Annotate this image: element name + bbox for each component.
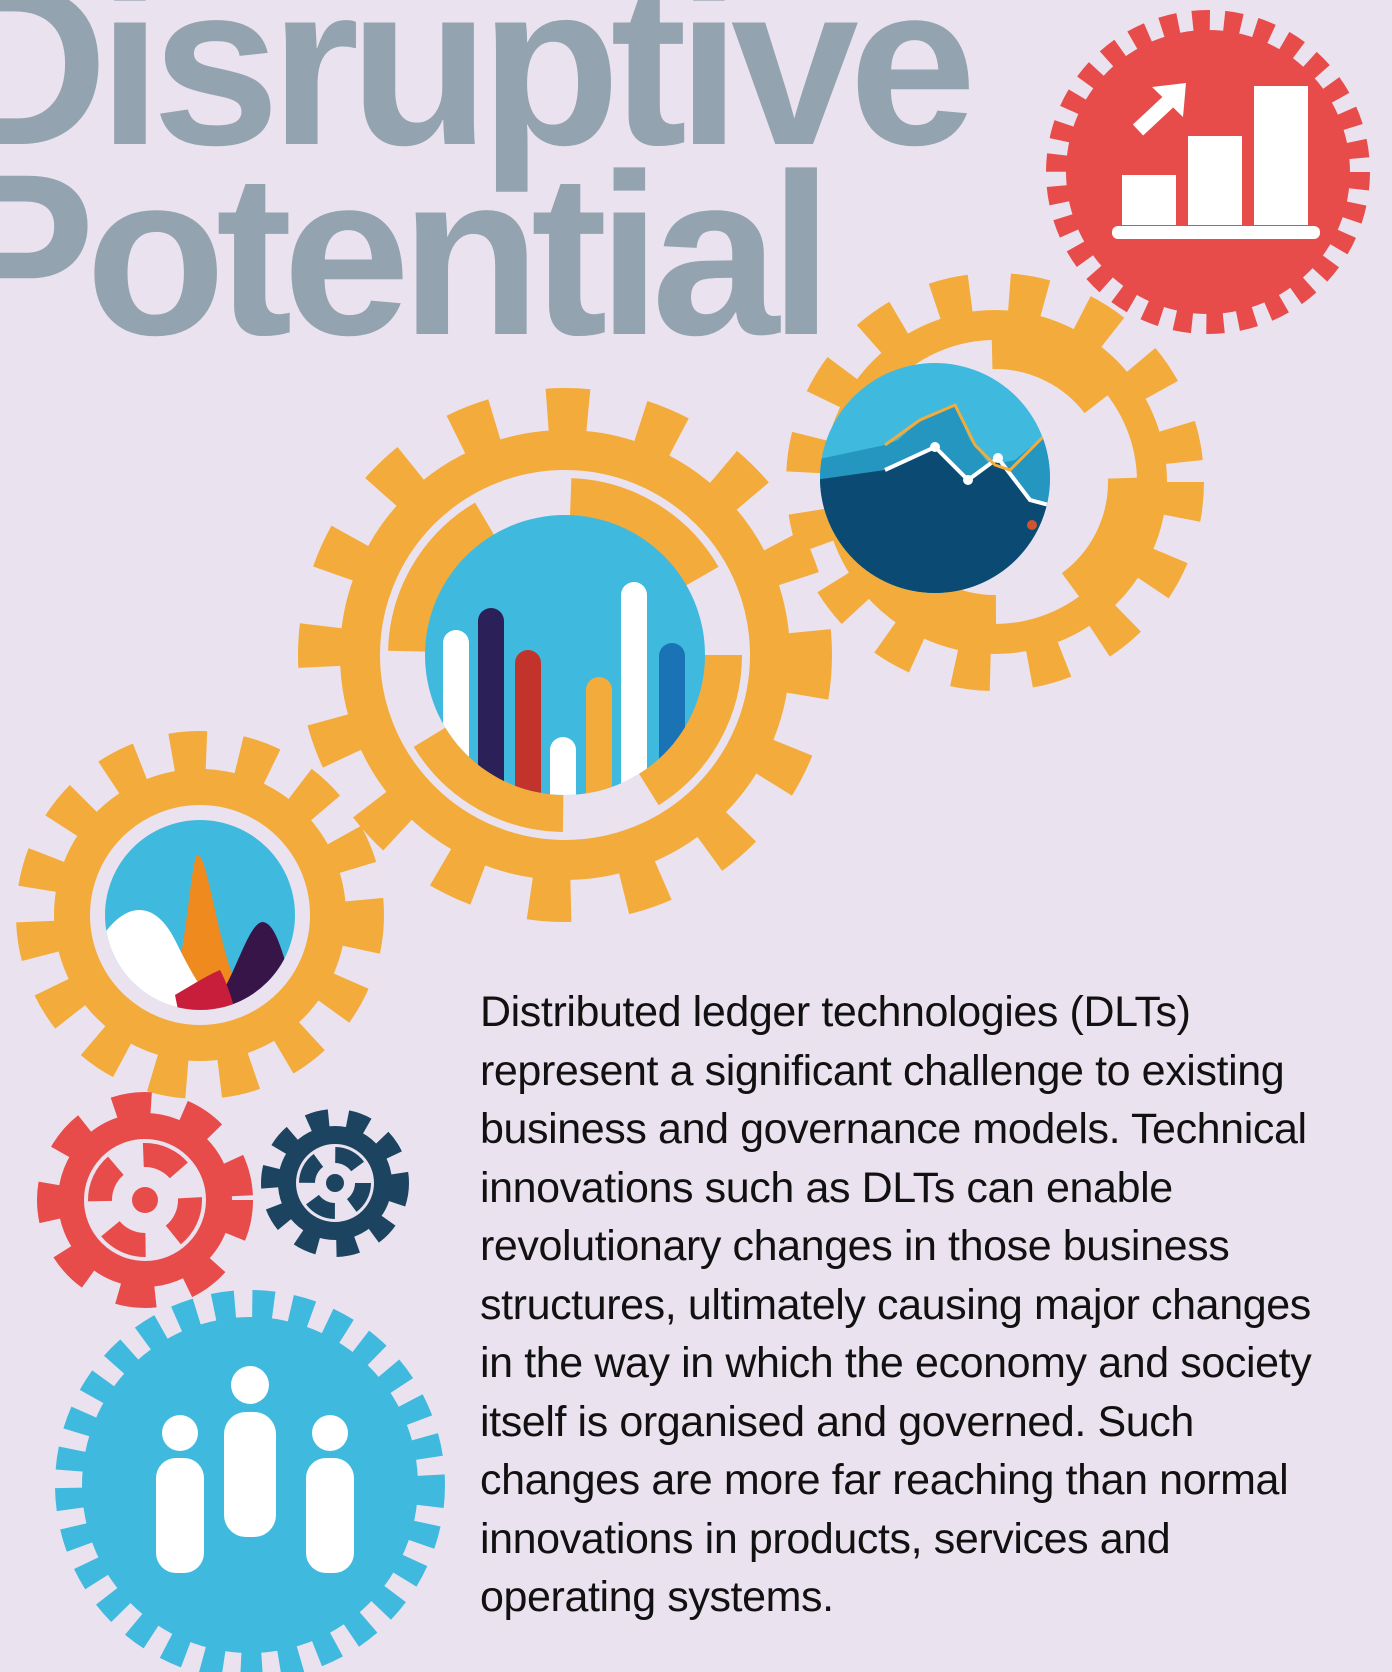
growth-chart-icon bbox=[1046, 10, 1370, 334]
title-line-1: Disruptive bbox=[0, 0, 977, 193]
page-title: Disruptive Potential bbox=[0, 0, 977, 383]
title-line-2: Potential bbox=[0, 126, 833, 383]
body-paragraph: Distributed ledger technologies (DLTs) r… bbox=[480, 988, 1312, 1621]
area-chart-icon bbox=[786, 273, 1204, 691]
people-icon bbox=[55, 1290, 445, 1672]
mountain-chart-icon bbox=[16, 731, 384, 1099]
small-navy-gear-icon bbox=[261, 1109, 409, 1257]
small-red-gear-icon bbox=[37, 1092, 253, 1308]
bar-chart-icon bbox=[298, 388, 832, 922]
